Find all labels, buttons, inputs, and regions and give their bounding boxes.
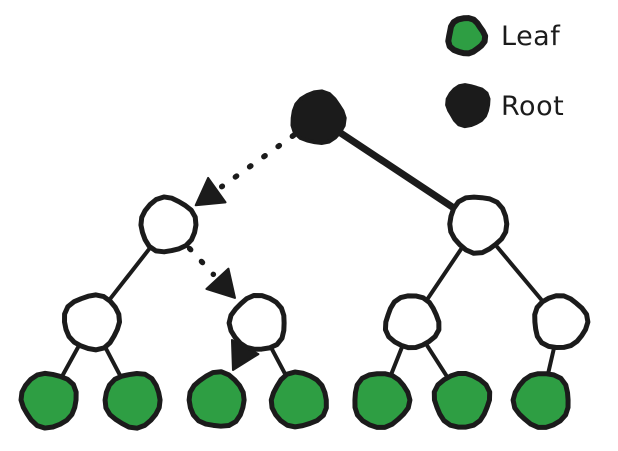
leaf-node[interactable] xyxy=(510,371,571,430)
tree-edge xyxy=(269,346,288,377)
internal-node[interactable] xyxy=(138,194,199,255)
legend-label-root: Root xyxy=(501,91,564,122)
root-swatch-icon xyxy=(445,83,491,129)
tree-edge xyxy=(389,346,404,376)
tree-nodes-group xyxy=(18,89,591,431)
legend-item-leaf: Leaf xyxy=(445,15,561,57)
legend-label-leaf: Leaf xyxy=(501,21,561,52)
legend-item-root: Root xyxy=(445,83,564,129)
tree-edge xyxy=(61,345,80,377)
leaf-node[interactable] xyxy=(102,370,163,431)
tree-edges-group xyxy=(61,129,556,378)
tree-edge xyxy=(425,343,449,378)
traversal-arrowhead xyxy=(205,267,236,299)
leaf-node[interactable] xyxy=(268,369,329,430)
leaf-swatch-icon xyxy=(445,15,489,57)
internal-node[interactable] xyxy=(62,292,123,353)
internal-node[interactable] xyxy=(447,194,510,256)
traversal-edge-dashed xyxy=(218,132,297,190)
tree-edge xyxy=(546,347,556,374)
leaf-node[interactable] xyxy=(431,370,493,430)
traversal-path-group xyxy=(186,132,297,371)
tree-edge xyxy=(337,129,457,211)
leaf-node[interactable] xyxy=(352,371,413,430)
tree-edge xyxy=(103,345,122,377)
tree-edge xyxy=(495,245,545,303)
tree-edge xyxy=(425,246,464,301)
internal-node[interactable] xyxy=(532,293,591,351)
leaf-node[interactable] xyxy=(186,369,247,429)
internal-node[interactable] xyxy=(226,292,287,352)
root-node[interactable] xyxy=(290,89,347,146)
traversal-edge-dashed xyxy=(186,245,217,278)
internal-node[interactable] xyxy=(382,293,442,351)
tree-edge xyxy=(107,245,153,302)
traversal-arrowhead xyxy=(194,176,227,207)
leaf-node[interactable] xyxy=(18,370,79,431)
